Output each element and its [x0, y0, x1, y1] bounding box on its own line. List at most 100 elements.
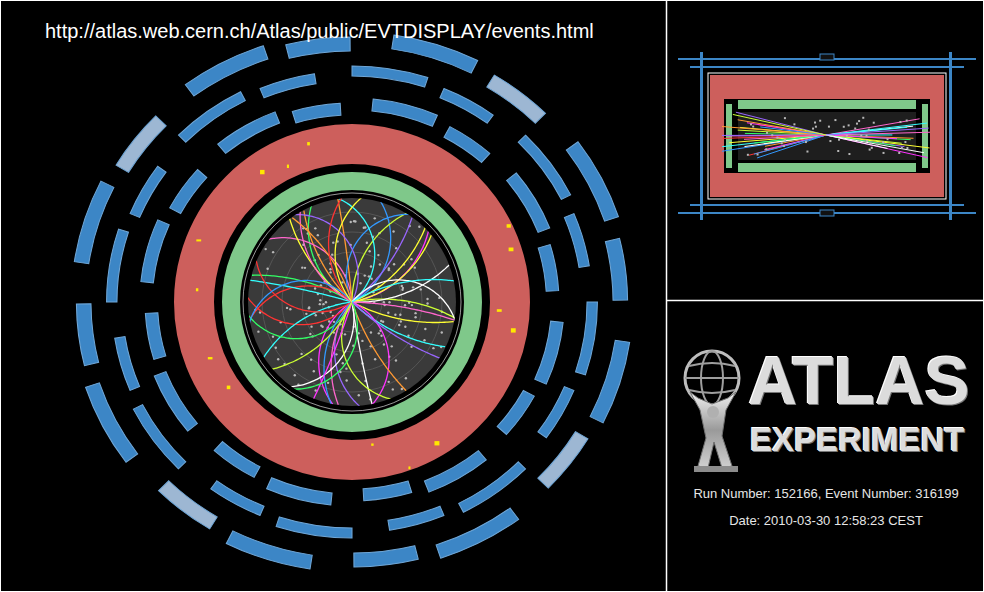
- hit: [866, 135, 868, 137]
- track: [338, 198, 375, 302]
- hit: [862, 117, 864, 119]
- hit: [378, 332, 380, 334]
- inner-detector: [248, 198, 456, 406]
- hit: [368, 250, 370, 252]
- muon-chamber: [354, 546, 418, 567]
- energy-deposit: [509, 248, 514, 252]
- muon-chamber: [145, 313, 165, 360]
- muon-chamber: [590, 340, 630, 423]
- muon-chamber: [170, 170, 207, 214]
- track: [352, 280, 456, 302]
- hit: [319, 299, 321, 301]
- hit: [308, 306, 310, 308]
- hadronic-calorimeter: [710, 99, 724, 173]
- hit: [393, 263, 395, 265]
- muon-chamber: [576, 302, 598, 375]
- muon-chamber: [535, 321, 563, 384]
- hit: [325, 301, 327, 303]
- track: [308, 205, 352, 302]
- hit: [838, 139, 840, 141]
- hit: [901, 147, 903, 149]
- hit: [871, 147, 873, 149]
- divider: [666, 300, 984, 302]
- hit: [793, 123, 795, 125]
- hit: [350, 221, 352, 223]
- muon-chamber: [276, 517, 352, 538]
- hit: [819, 120, 821, 122]
- muon-chamber: [459, 462, 526, 512]
- hit: [286, 307, 288, 309]
- hit: [868, 129, 870, 131]
- muon-chamber: [820, 54, 834, 60]
- track: [352, 302, 406, 391]
- hit: [815, 126, 817, 128]
- hit: [304, 267, 306, 269]
- run-info: Run Number: 152166, Event Number: 316199: [693, 487, 958, 501]
- muon-chamber: [260, 74, 316, 98]
- muon-chamber: [538, 387, 574, 438]
- hit: [441, 331, 443, 333]
- hit: [856, 123, 858, 125]
- muon-chamber: [107, 229, 129, 302]
- hit: [906, 147, 908, 149]
- hit: [300, 353, 302, 355]
- hit: [904, 141, 906, 143]
- track: [722, 135, 826, 147]
- hit: [401, 388, 403, 390]
- hit: [264, 248, 266, 250]
- energy-deposit: [307, 142, 310, 145]
- muon-chamber: [352, 66, 428, 87]
- date-info: Date: 2010-03-30 12:58:23 CEST: [729, 514, 923, 528]
- hit: [401, 285, 403, 287]
- hit: [275, 346, 277, 348]
- hit: [869, 142, 871, 144]
- muon-chamber: [538, 432, 588, 488]
- hit: [272, 251, 274, 253]
- energy-deposit: [227, 386, 231, 390]
- hit: [387, 312, 389, 314]
- muon-chamber: [178, 92, 245, 142]
- hit: [812, 128, 814, 130]
- hit: [752, 126, 754, 128]
- muon-chamber: [949, 52, 952, 220]
- track: [352, 235, 431, 302]
- hit: [898, 152, 900, 154]
- hit: [766, 132, 768, 134]
- hit: [305, 313, 307, 315]
- hit: [784, 139, 786, 141]
- muon-chamber: [700, 52, 703, 220]
- hit: [383, 343, 385, 345]
- muon-chamber: [185, 46, 268, 96]
- hit: [332, 241, 334, 243]
- track: [722, 126, 826, 135]
- hit: [257, 330, 259, 332]
- muon-chamber: [115, 337, 140, 391]
- logo-text: ATLAS: [748, 343, 970, 418]
- muon-chamber: [690, 204, 964, 206]
- energy-deposit: [371, 443, 373, 445]
- muon-chamber: [292, 103, 341, 123]
- energy-deposit: [511, 328, 516, 332]
- hit: [411, 304, 413, 306]
- hit: [277, 358, 279, 360]
- hit: [750, 123, 752, 125]
- detector-outline: [708, 73, 946, 199]
- hit: [345, 379, 347, 381]
- muon-chamber: [507, 173, 550, 232]
- hit: [370, 265, 372, 267]
- hit: [899, 121, 901, 123]
- hit: [398, 324, 400, 326]
- track: [723, 135, 826, 138]
- hit: [877, 144, 879, 146]
- hit: [310, 325, 312, 327]
- track: [272, 302, 352, 369]
- hit: [412, 286, 414, 288]
- hit: [854, 127, 856, 129]
- hit: [424, 328, 426, 330]
- hit: [358, 394, 360, 396]
- track: [352, 302, 455, 320]
- hit: [333, 321, 335, 323]
- hit: [313, 370, 315, 372]
- em-calorimeter: [738, 163, 916, 172]
